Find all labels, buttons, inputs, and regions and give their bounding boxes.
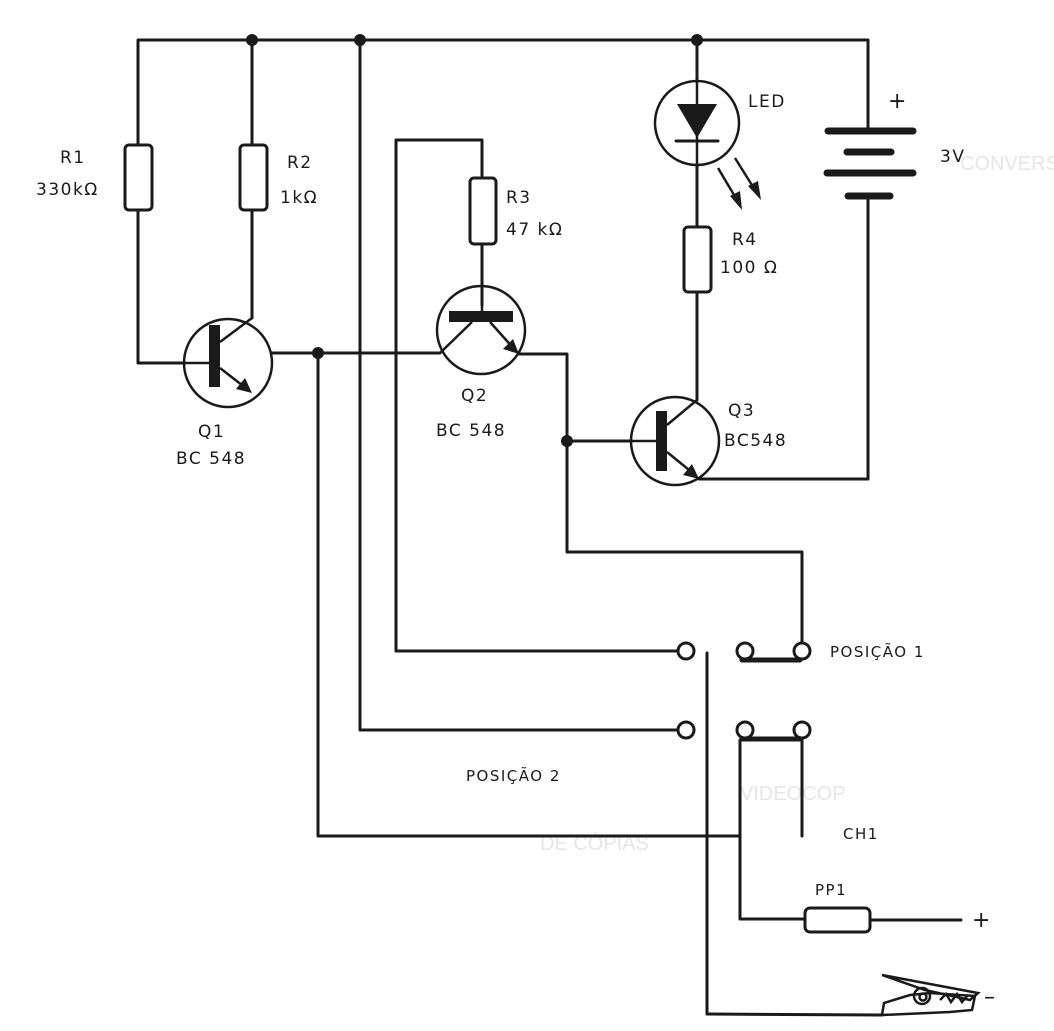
q1-emitter-arrow-icon xyxy=(236,378,252,393)
clip-spring-icon xyxy=(939,991,969,1005)
r1-to-q1-base-wire xyxy=(136,208,187,365)
q2-ref-label: Q2 xyxy=(461,386,488,406)
r1-value-label: 330kΩ xyxy=(36,180,99,200)
resistor-r3: R3 47 kΩ xyxy=(394,138,563,653)
transistor-q1: Q1 BC 548 xyxy=(176,317,274,469)
alligator-clip: – xyxy=(705,973,995,1017)
resistor-r4: R4 100 Ω xyxy=(682,163,778,402)
r3-ref-label: R3 xyxy=(506,188,532,208)
q3-emitter-arrow-icon xyxy=(683,464,699,479)
q1-collector-lead xyxy=(219,317,253,343)
switch-contact xyxy=(792,641,812,661)
clip-lower-jaw xyxy=(880,991,977,1017)
r3-top-loop-wire xyxy=(394,138,484,653)
clip-pivot-inner xyxy=(918,992,928,1002)
resistor-r1-body xyxy=(123,143,154,212)
q1-emitter-net xyxy=(270,347,742,838)
resistor-r2-body xyxy=(238,143,269,212)
ghost-text-3: DE CÓPIAS xyxy=(540,832,649,855)
r4-ref-label: R4 xyxy=(732,230,758,250)
r1-ref-label: R1 xyxy=(60,148,86,168)
q2-emitter-net xyxy=(517,352,804,647)
probe-minus-sign: – xyxy=(984,985,995,1010)
q2-part-label: BC 548 xyxy=(436,421,506,441)
positive-rail xyxy=(136,34,870,147)
top-rail-wire xyxy=(136,38,870,147)
switch-contact xyxy=(676,720,696,740)
clip-wire xyxy=(705,1012,884,1017)
q3-ref-label: Q3 xyxy=(728,401,755,421)
clip-upper-jaw xyxy=(881,973,981,1002)
q3-part-label: BC548 xyxy=(724,431,787,451)
battery-plus-sign: + xyxy=(888,89,906,114)
switch-contact xyxy=(792,720,812,740)
resistor-r1: R1 330kΩ xyxy=(36,143,187,365)
light-arrow-2-head-icon xyxy=(748,181,761,200)
r2-ref-label: R2 xyxy=(287,153,313,173)
battery: + 3V xyxy=(823,89,965,200)
switch-contact xyxy=(735,641,755,661)
q3-base-bar xyxy=(656,411,667,471)
led: LED xyxy=(653,38,786,210)
resistor-r3-body xyxy=(468,176,498,246)
q1-node-to-ch1-wire xyxy=(316,351,742,838)
q2-emitter-arrow-icon xyxy=(503,339,519,354)
probe-pp1: + PP1 xyxy=(738,834,990,934)
ghost-text-1: CONVERSOR xyxy=(960,153,1054,175)
battery-voltage-label: 3V xyxy=(940,147,965,167)
transistor-q2: Q2 BC 548 xyxy=(435,284,527,441)
q1-ref-label: Q1 xyxy=(198,422,225,442)
ghost-text-2: VIDEOCOP xyxy=(740,783,846,805)
switch-contact xyxy=(676,641,696,661)
rail-to-switch-position2-wire xyxy=(358,38,680,732)
pp1-ref-label: PP1 xyxy=(815,881,847,899)
resistor-r2: R2 1kΩ xyxy=(238,38,318,320)
switch-contact xyxy=(735,720,755,740)
led-diode-triangle-icon xyxy=(677,104,717,138)
switch-position2-label: POSIÇÃO 2 xyxy=(466,766,561,785)
q1-part-label: BC 548 xyxy=(176,449,246,469)
r3-value-label: 47 kΩ xyxy=(506,220,563,240)
resistor-r4-body xyxy=(682,225,713,294)
light-arrow-1-head-icon xyxy=(730,191,742,210)
q3-emitter-to-battery-wire xyxy=(697,194,870,481)
pp1-input-wire xyxy=(738,834,807,921)
switch-ref-label: CH1 xyxy=(843,825,879,843)
pp1-body xyxy=(803,906,872,934)
q2-emitter-to-switch-wire xyxy=(517,352,804,647)
switch-ch1: POSIÇÃO 1 POSIÇÃO 2 CH1 xyxy=(394,641,925,1016)
switch-position1-label: POSIÇÃO 1 xyxy=(830,642,925,661)
q2-base-bar xyxy=(449,311,513,322)
q2-collector-lead xyxy=(439,321,473,354)
probe-plus-sign: + xyxy=(972,908,990,933)
q1-base-bar xyxy=(209,325,220,387)
led-label: LED xyxy=(748,92,786,112)
q1-envelope xyxy=(182,317,274,409)
r2-value-label: 1kΩ xyxy=(280,188,318,208)
q2-envelope xyxy=(435,284,527,376)
q3-collector-lead xyxy=(666,399,698,426)
r4-value-label: 100 Ω xyxy=(720,258,778,278)
clip-pivot-outer xyxy=(912,986,932,1006)
transistor-q3: Q3 BC548 xyxy=(629,194,870,487)
bleed-through-text: CONVERSOR VIDEOCOP DE CÓPIAS xyxy=(540,153,1054,855)
